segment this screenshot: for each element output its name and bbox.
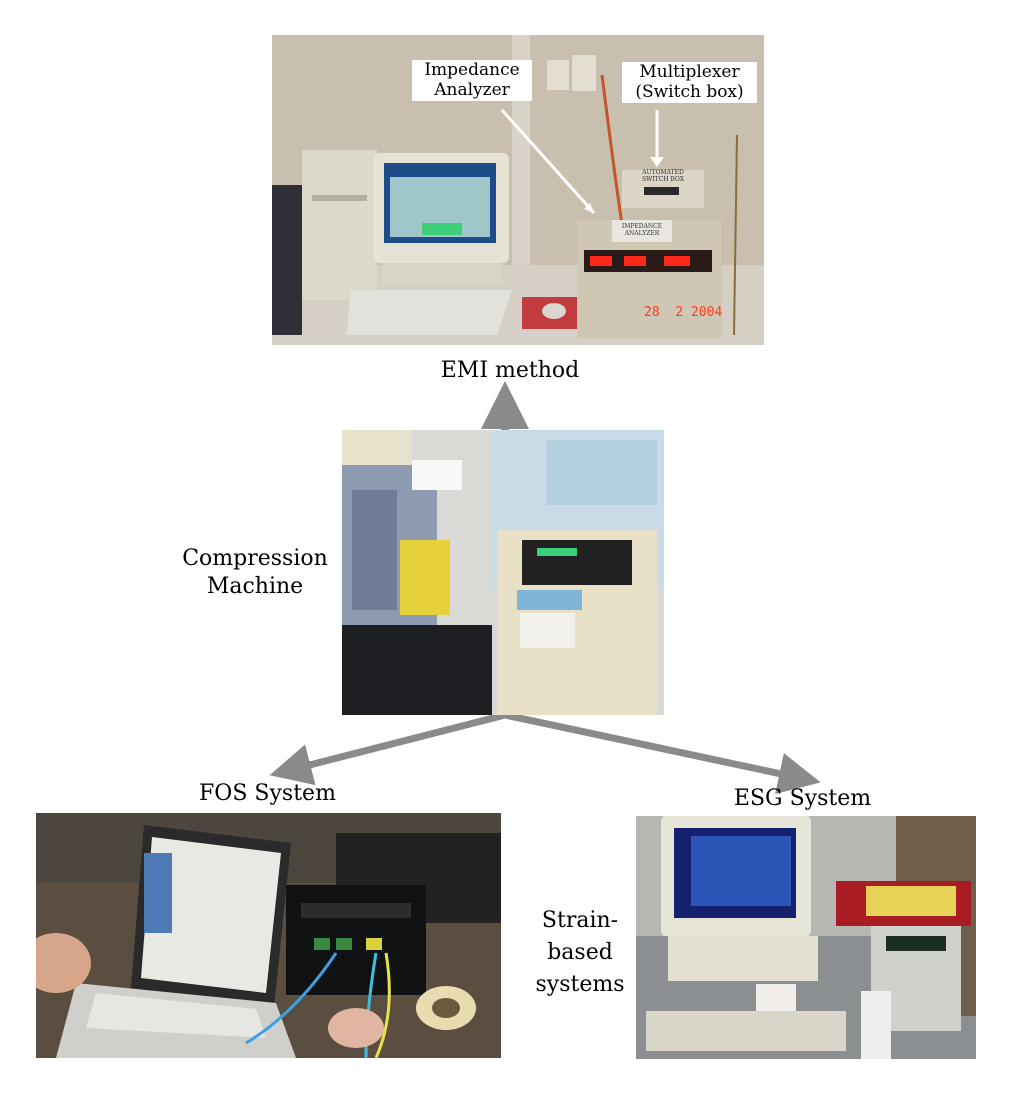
emi-method-label: EMI method (440, 358, 580, 383)
compression-machine-label: Compression Machine (182, 546, 328, 599)
arrow-to-fos (269, 711, 506, 786)
date-stamp: 28 2 2004 (644, 305, 723, 320)
switch-box-label: AUTOMATED SWITCH BOX (642, 169, 684, 183)
strain-based-systems-label: Strain- based systems (535, 908, 625, 997)
emi-setup-photo: Impedance Analyzer Multiplexer (Switch b… (272, 35, 764, 345)
esg-setup-photo (636, 816, 976, 1059)
fos-system-label: FOS System (199, 781, 336, 806)
callout-impedance-analyzer: Impedance Analyzer (412, 60, 532, 101)
arrow-to-esg (504, 711, 821, 795)
callout-multiplexer: Multiplexer (Switch box) (622, 62, 757, 103)
compression-machine-photo (342, 430, 664, 715)
analyzer-label: IMPEDANCE ANALYZER (621, 223, 663, 237)
fos-setup-photo (36, 813, 501, 1058)
esg-system-label: ESG System (733, 786, 872, 811)
